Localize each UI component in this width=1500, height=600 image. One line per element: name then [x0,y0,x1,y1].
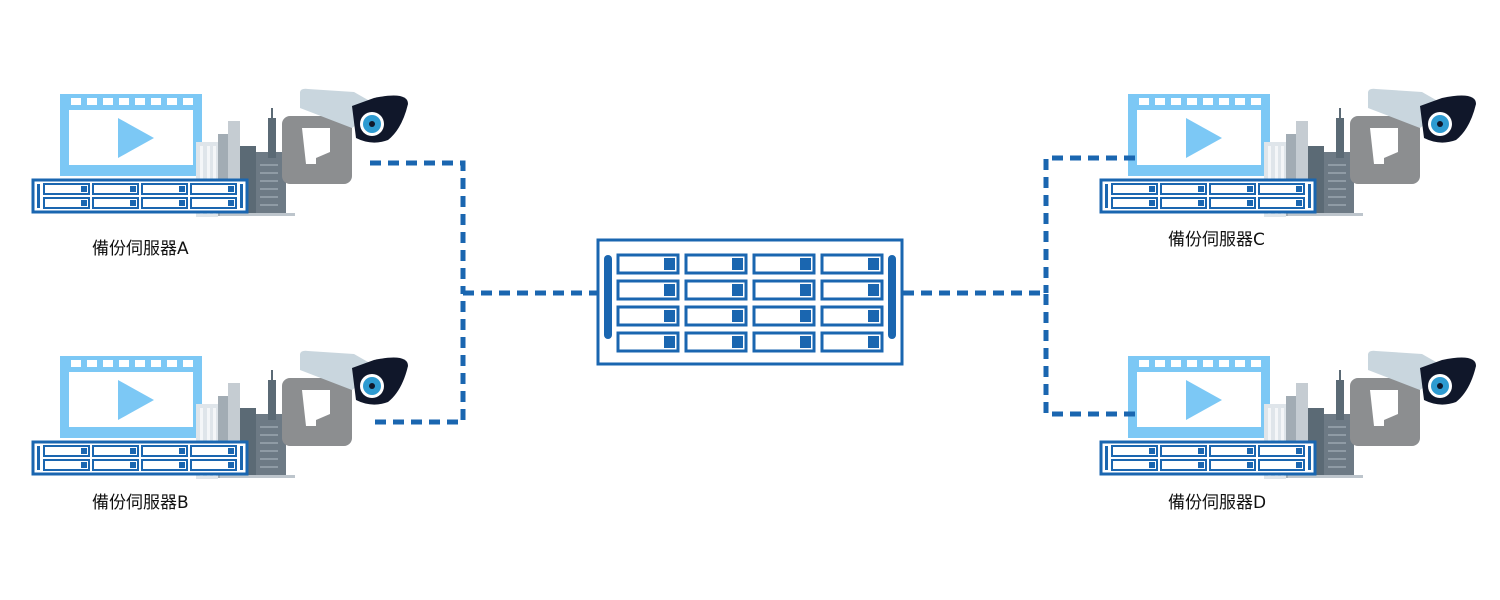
nas-storage-icon [596,238,904,366]
station-d [1099,349,1478,481]
station-a [31,87,410,219]
label-server-c: 備份伺服器C [1168,230,1265,250]
label-server-a: 備份伺服器A [92,239,189,259]
station-c [1099,87,1478,219]
network-links [370,155,1135,425]
label-server-b: 備份伺服器B [92,493,189,513]
station-b [31,349,410,481]
label-server-d: 備份伺服器D [1168,493,1266,513]
link-a [370,160,466,293]
link-d [1043,293,1135,417]
link-b [375,293,466,425]
link-c [1043,155,1135,293]
